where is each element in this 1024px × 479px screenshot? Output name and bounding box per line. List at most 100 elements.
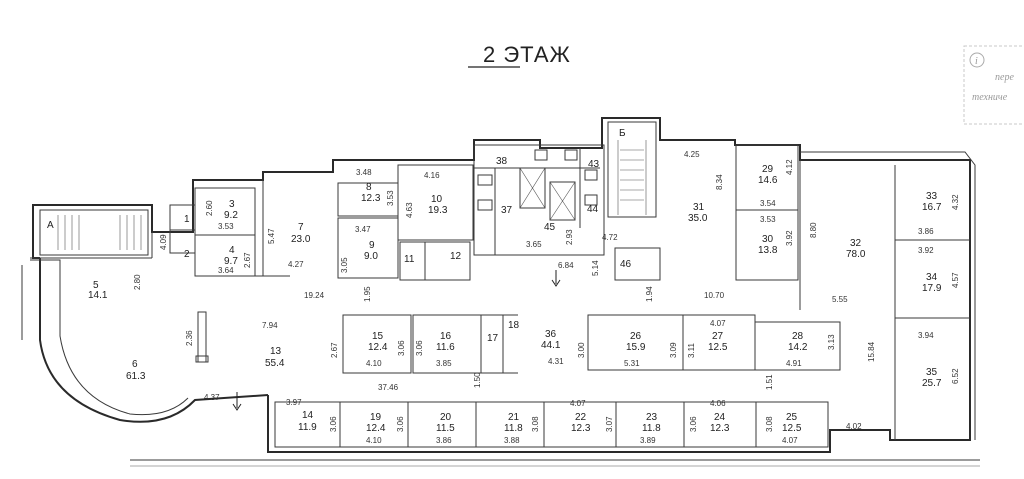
room-number: 34 xyxy=(926,272,938,283)
room-area: 19.3 xyxy=(428,205,448,216)
stair-a: А xyxy=(39,209,149,256)
room-area: 12.3 xyxy=(571,423,591,434)
dimension-label: 4.10 xyxy=(366,436,382,445)
room-number: 13 xyxy=(270,346,282,357)
dimension-label: 4.32 xyxy=(951,194,960,210)
room-area: 11.6 xyxy=(436,342,455,353)
dimension-label: 4.25 xyxy=(684,150,700,159)
dimension-label: 3.65 xyxy=(526,240,542,249)
room-area: 12.5 xyxy=(782,423,802,434)
dimension-label: 3.00 xyxy=(577,342,586,358)
dimension-label: 5.55 xyxy=(832,295,848,304)
room-number: 28 xyxy=(792,331,804,342)
dimension-label: 3.05 xyxy=(340,257,349,273)
dimension-label: 3.07 xyxy=(605,416,614,432)
dimension-label: 4.16 xyxy=(424,171,440,180)
dimension-label: 3.53 xyxy=(386,190,395,206)
room-area: 12.5 xyxy=(708,342,728,353)
dimension-label: 1.94 xyxy=(645,286,654,302)
dimension-label: 3.89 xyxy=(640,436,656,445)
entry-arrows xyxy=(232,270,561,411)
room-area: 14.1 xyxy=(88,290,108,301)
dimension-label: 3.97 xyxy=(286,398,302,407)
room-area: 11.9 xyxy=(298,422,317,433)
room-number: 20 xyxy=(440,412,452,423)
room-number: 23 xyxy=(646,412,658,423)
room-number: 30 xyxy=(762,234,774,245)
dimension-label: 3.13 xyxy=(827,334,836,350)
dimension-label: 3.64 xyxy=(218,266,234,275)
room-number: 2 xyxy=(184,249,190,260)
dimension-label: 6.84 xyxy=(558,261,574,270)
dimension-label: 5.47 xyxy=(267,228,276,244)
room-number: 9 xyxy=(369,240,375,251)
dimension-label: 4.27 xyxy=(288,260,304,269)
dimension-label: 4.07 xyxy=(710,319,726,328)
room-number: 22 xyxy=(575,412,587,423)
room-area: 9.0 xyxy=(364,251,378,262)
dimension-label: 37.46 xyxy=(378,383,399,392)
dimension-label: 3.06 xyxy=(415,340,424,356)
room-area: 35.0 xyxy=(688,213,708,224)
room-number: 3 xyxy=(229,199,235,210)
room-number: 10 xyxy=(431,194,443,205)
dimension-label: 3.08 xyxy=(531,416,540,432)
dimension-label: 3.06 xyxy=(329,416,338,432)
room-number: 19 xyxy=(370,412,382,423)
dimension-label: 3.48 xyxy=(356,168,372,177)
dimension-label: 5.14 xyxy=(591,260,600,276)
room-area: 17.9 xyxy=(922,283,942,294)
dimension-label: 1.95 xyxy=(363,286,372,302)
room-number: 14 xyxy=(302,410,314,421)
stair-b: Б xyxy=(607,121,657,218)
dimension-label: 2.36 xyxy=(185,330,194,346)
room-area: 15.9 xyxy=(626,342,646,353)
dimension-label: 2.93 xyxy=(565,229,574,245)
room-number: 12 xyxy=(450,251,462,262)
dimension-label: 19.24 xyxy=(304,291,325,300)
dimension-label: 3.47 xyxy=(355,225,371,234)
room-number: 35 xyxy=(926,367,938,378)
dimension-labels: 2.60 3.53 3.64 2.67 5.47 4.09 2.80 4.27 … xyxy=(133,150,960,445)
room-area: 16.7 xyxy=(922,202,942,213)
dimension-label: 8.34 xyxy=(715,174,724,190)
interior-walls xyxy=(169,144,970,448)
dimension-label: 4.02 xyxy=(846,422,862,431)
room-area: 14.6 xyxy=(758,175,778,186)
dimension-label: 3.06 xyxy=(689,416,698,432)
dimension-label: 4.37 xyxy=(204,393,220,402)
room-number: 7 xyxy=(298,222,304,233)
room-number: 8 xyxy=(366,182,372,193)
room-number: 29 xyxy=(762,164,774,175)
room-area: 9.7 xyxy=(224,256,238,267)
dimension-label: 3.92 xyxy=(785,230,794,246)
dimension-label: 2.67 xyxy=(330,342,339,358)
room-number: 25 xyxy=(786,412,798,423)
dimension-label: 2.60 xyxy=(205,200,214,216)
room-number: 37 xyxy=(501,205,513,216)
room-area: 12.4 xyxy=(366,423,386,434)
room-number: 4 xyxy=(229,245,235,256)
room-area: 61.3 xyxy=(126,371,146,382)
room-area: 78.0 xyxy=(846,249,866,260)
dimension-label: 7.94 xyxy=(262,321,278,330)
info-icon xyxy=(969,52,985,68)
room-area: 12.4 xyxy=(368,342,388,353)
note-line-1: nepe xyxy=(995,72,1014,83)
dimension-label: 3.08 xyxy=(765,416,774,432)
room-number: 5 xyxy=(93,280,99,291)
dimension-label: 4.72 xyxy=(602,233,618,242)
room-number: 1 xyxy=(184,214,190,225)
dimension-label: 8.80 xyxy=(809,222,818,238)
room-number: 46 xyxy=(620,259,632,270)
note-line-2: техниче xyxy=(972,92,1008,103)
room-number: 11 xyxy=(404,254,415,265)
floor-title: 2 ЭТАЖ xyxy=(483,42,571,67)
room-area: 12.3 xyxy=(710,423,730,434)
dimension-label: 6.52 xyxy=(951,368,960,384)
room-number: 15 xyxy=(372,331,384,342)
room-number: 32 xyxy=(850,238,862,249)
room-number: 27 xyxy=(712,331,724,342)
dimension-label: 3.11 xyxy=(687,342,696,358)
